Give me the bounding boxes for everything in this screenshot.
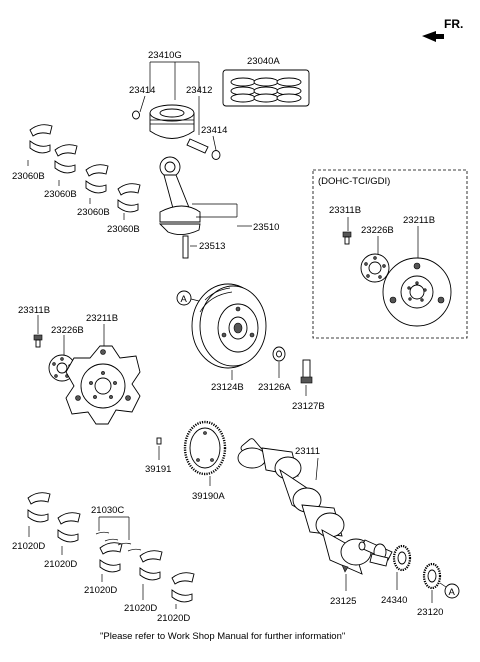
label-adapter-dohc: 23226B <box>361 225 394 236</box>
crankshaft-group: 23111 23125 <box>237 438 393 607</box>
label-main-bearing-2: 21020D <box>44 559 77 570</box>
label-piston-set: 23410G <box>148 50 182 61</box>
flex-plate-bolt <box>33 334 43 348</box>
label-piston-ring-set: 23040A <box>247 56 280 67</box>
connecting-rod-group: 23510 23513 <box>158 156 279 259</box>
damper-pulley <box>191 283 267 369</box>
label-main-bearing-4: 21020D <box>124 603 157 614</box>
svg-text:A: A <box>181 294 188 305</box>
adapter-plate-dohc <box>360 253 390 283</box>
main-bearing-1 <box>27 492 51 523</box>
drive-plate-group: 23311B 23226B 23211B <box>18 305 141 425</box>
front-direction-label: FR. <box>444 17 463 31</box>
drive-plate <box>65 345 141 425</box>
snap-ring-left <box>132 110 140 120</box>
rod-bearing-1 <box>29 124 53 154</box>
label-adapter: 23226B <box>51 325 84 336</box>
label-rod-bolt: 23513 <box>199 241 225 252</box>
label-main-bearing-3: 21020D <box>84 585 117 596</box>
label-crank-key: 23125 <box>330 596 356 607</box>
snap-ring-right <box>211 150 221 160</box>
label-drive-plate: 23211B <box>86 313 118 324</box>
label-crank-sprocket: 24340 <box>381 595 407 606</box>
connecting-rod <box>158 156 201 235</box>
callout-a-bottom: A <box>444 583 460 599</box>
drive-plate-dohc <box>382 257 452 327</box>
rod-bearing-group: 23060B 23060B 23060B 23060B <box>12 124 141 235</box>
sensor-wheel-group: 39191 39190A <box>145 420 227 502</box>
label-dowel-pin: 39191 <box>145 464 171 475</box>
label-damper-pulley: 23124B <box>211 382 244 393</box>
label-pulley-bolt: 23127B <box>292 401 325 412</box>
front-gear-group: A 24340 23120 <box>381 544 460 618</box>
label-pulley-washer: 23126A <box>258 382 291 393</box>
main-bearing-group: 21030C 21020D 21020D 21020D 21020D 21020… <box>12 492 195 624</box>
label-thrust-bearing: 21030C <box>91 505 124 516</box>
rod-bolt <box>182 235 189 259</box>
label-sensor-wheel: 39190A <box>192 491 225 502</box>
label-crankshaft: 23111 <box>295 446 320 457</box>
label-snap-ring-left: 23414 <box>129 85 155 96</box>
rod-bearing-2 <box>54 144 78 174</box>
front-arrow-icon <box>422 31 444 42</box>
label-rod-bearing-3: 23060B <box>77 207 110 218</box>
sensor-wheel <box>183 420 227 476</box>
label-crank-gear: 23120 <box>417 607 443 618</box>
damper-pulley-group: A 23124B 23126A 23127B <box>176 283 325 412</box>
label-snap-ring-right: 23414 <box>201 125 227 136</box>
main-bearing-4 <box>139 550 163 581</box>
label-drive-plate-dohc: 23211B <box>403 215 435 226</box>
main-bearing-2 <box>57 512 81 543</box>
label-main-bearing-1: 21020D <box>12 541 45 552</box>
crank-sprocket <box>392 544 412 572</box>
label-rod-bearing-4: 23060B <box>107 224 140 235</box>
piston <box>149 104 195 139</box>
main-bearing-3 <box>99 542 123 573</box>
label-piston-pin: 23412 <box>186 85 212 96</box>
dohc-variant-group: (DOHC-TCI/GDI) <box>312 169 468 339</box>
pulley-washer <box>272 346 286 362</box>
crank-gear <box>422 562 442 590</box>
piston-ring-set <box>222 69 310 107</box>
label-main-bearing-5: 21020D <box>157 613 190 624</box>
flex-plate-bolt-dohc <box>342 231 352 245</box>
front-direction-indicator: FR. <box>422 17 463 42</box>
footer-note: "Please refer to Work Shop Manual for fu… <box>100 631 345 642</box>
callout-a-top: A <box>176 290 192 306</box>
dohc-group-label: (DOHC-TCI/GDI) <box>318 176 390 187</box>
piston-group: 23410G 23040A 23414 23412 23414 <box>129 50 310 160</box>
label-flex-bolt-dohc: 23311B <box>329 205 361 216</box>
pulley-bolt <box>300 359 313 384</box>
crankshaft <box>237 438 393 575</box>
rod-bearing-3 <box>85 164 109 194</box>
piston-pin <box>186 138 209 154</box>
main-bearing-5 <box>171 572 195 603</box>
label-rod-bearing-1: 23060B <box>12 171 45 182</box>
crank-key <box>341 564 349 573</box>
label-flex-bolt: 23311B <box>18 305 50 316</box>
dowel-pin <box>156 437 162 445</box>
label-connecting-rod: 23510 <box>253 222 279 233</box>
rod-bearing-4 <box>117 183 141 213</box>
svg-text:A: A <box>449 587 456 598</box>
label-rod-bearing-2: 23060B <box>44 189 77 200</box>
thrust-washers <box>95 531 142 552</box>
